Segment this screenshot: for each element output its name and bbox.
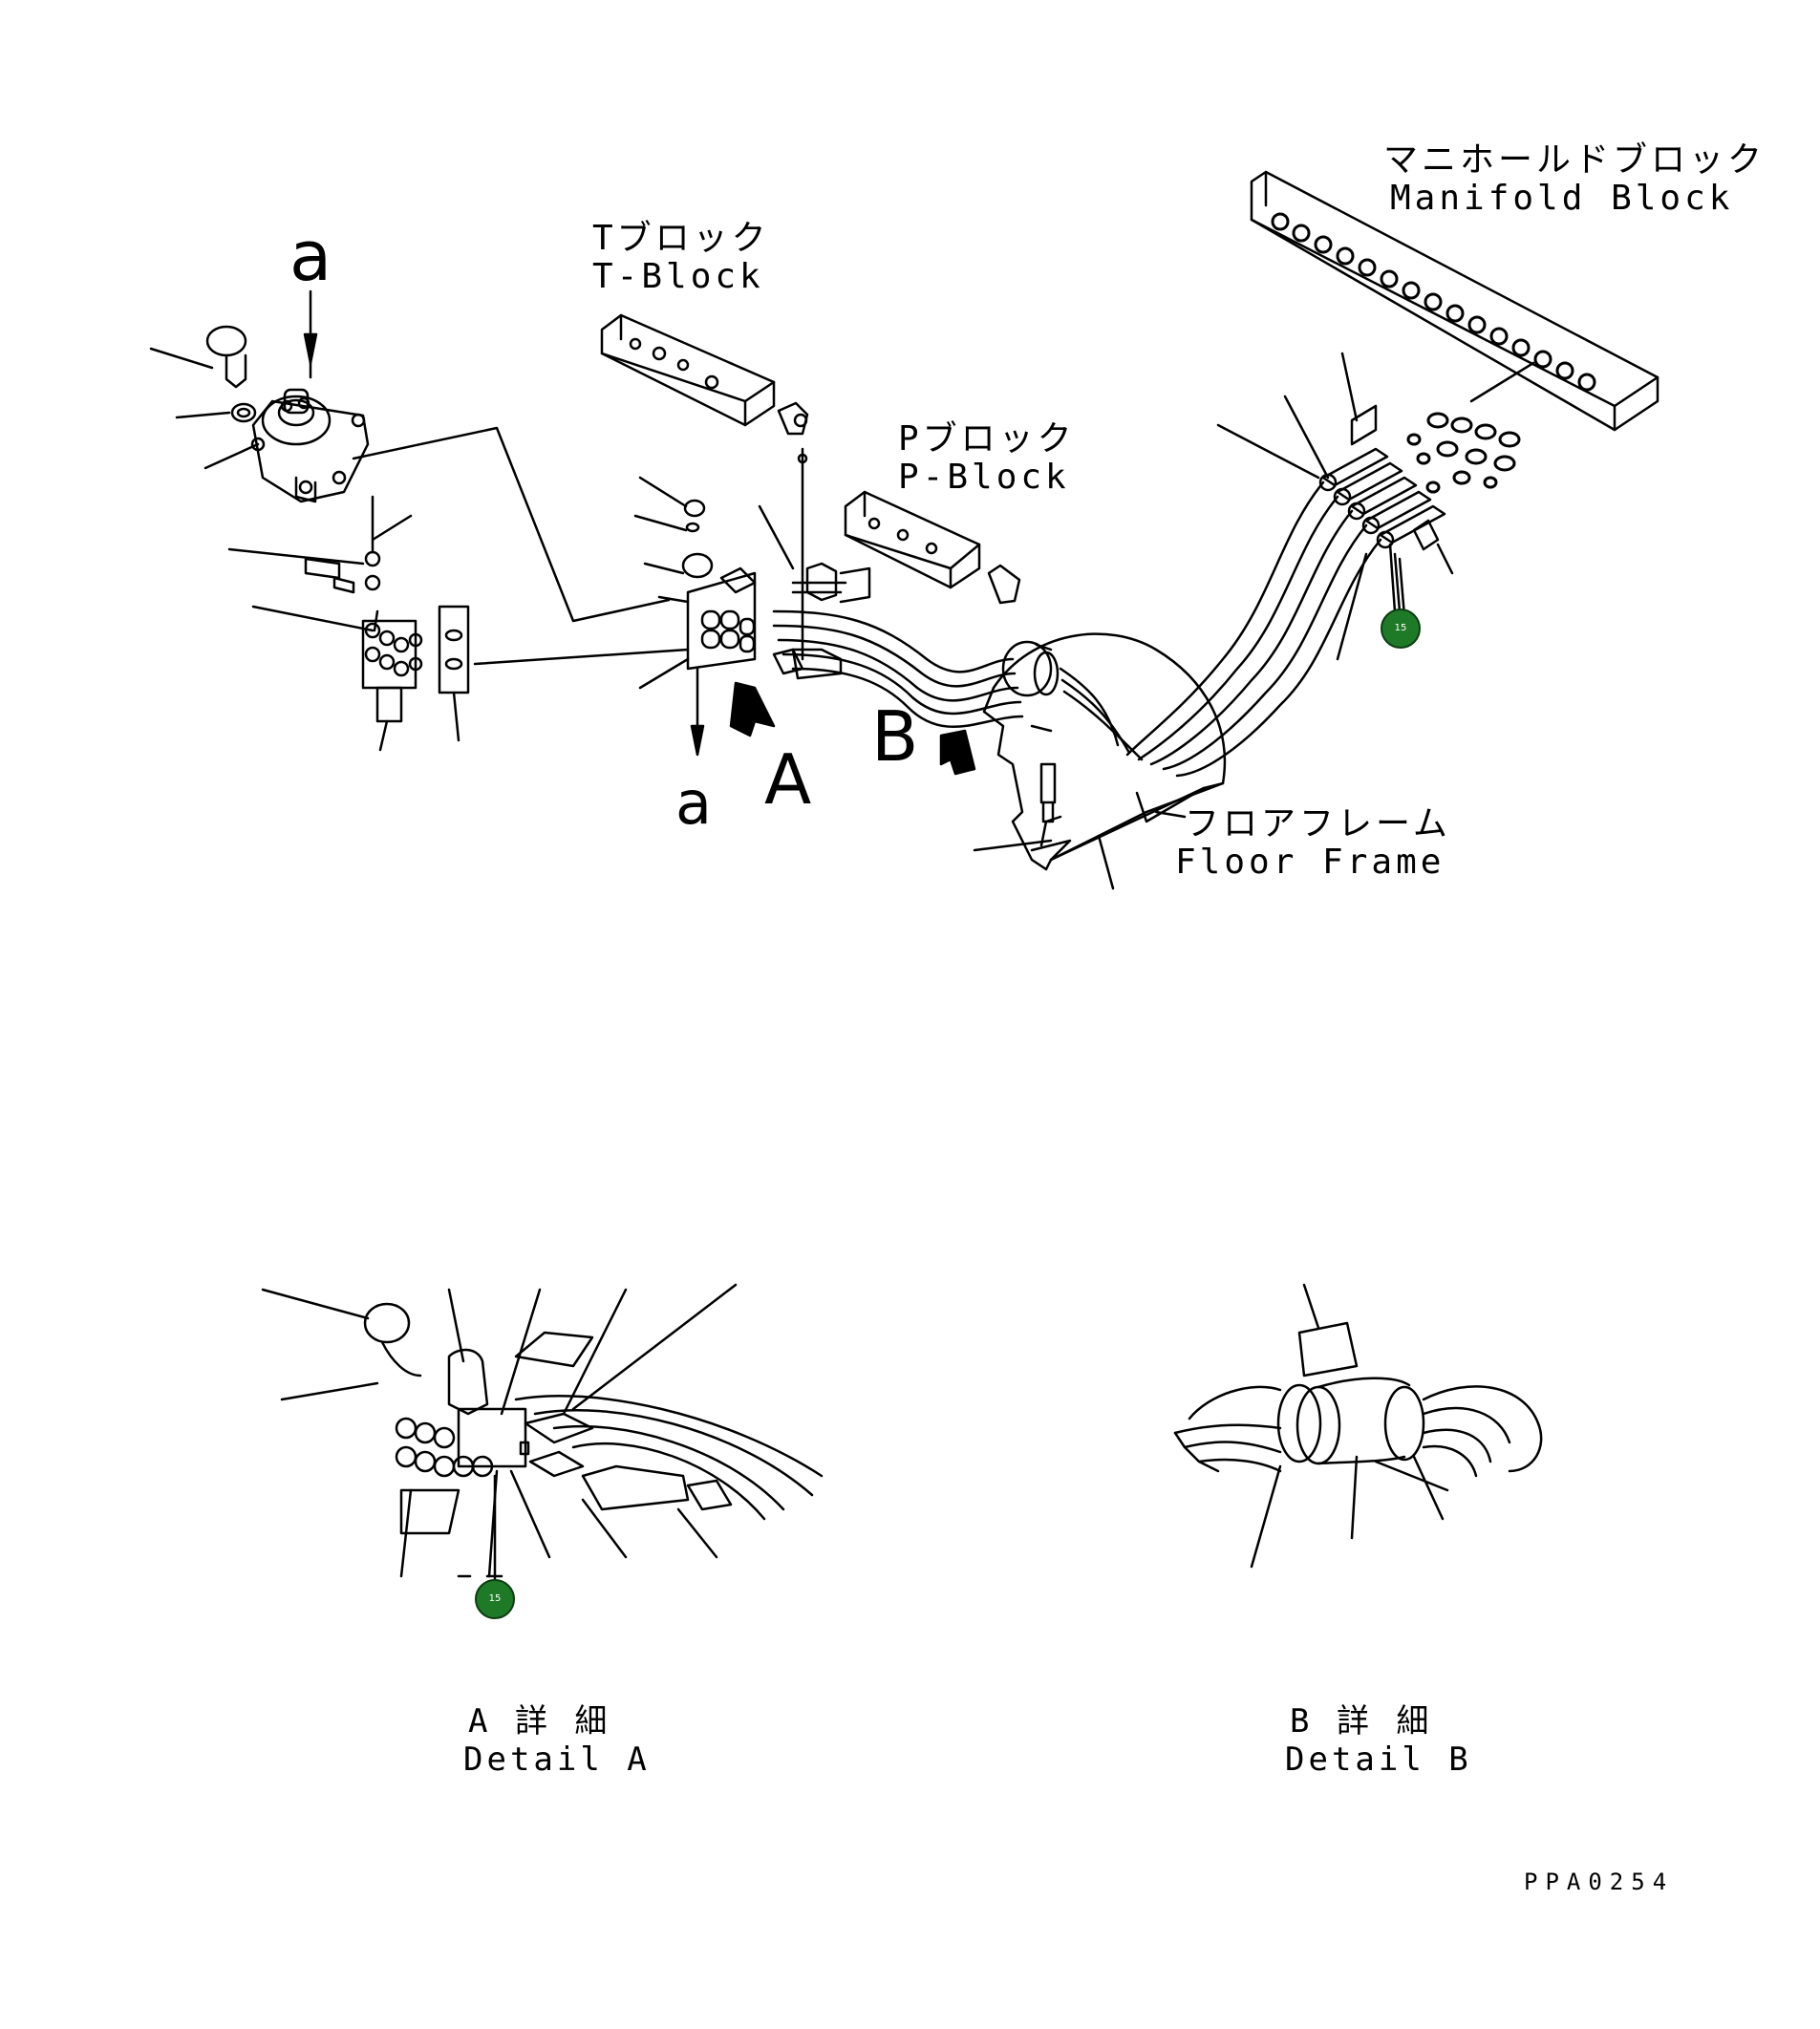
section-marker-a-top: a [289,216,332,296]
manifold-block-label-jp: マニホールドブロック [1383,140,1766,180]
callout-part-15-main[interactable]: 15 [1381,609,1421,649]
detail-b-title-en: Detail B [1285,1741,1472,1779]
left-valve-cluster [363,607,688,750]
view-arrows [731,683,974,774]
p-block [793,492,1019,603]
floor-frame-label-en: Floor Frame [1175,843,1445,882]
p-block-label-jp: Pブロック [898,419,1076,459]
detail-a-title-en: Detail A [463,1741,651,1779]
callout-part-15-detail-a[interactable]: 15 [475,1579,515,1619]
view-marker-A: A [764,739,812,820]
manifold-block [1252,172,1658,430]
drawing-number: PPA0254 [1524,1869,1675,1895]
manifold-hose-ends [1218,353,1452,659]
floor-frame [974,634,1225,888]
ppc-valve [151,291,669,630]
detail-a-title-jp: A 詳 細 [468,1702,611,1741]
manifold-fittings [1408,414,1519,492]
p-block-label-en: P-Block [898,458,1070,497]
callout-leader-main [1400,559,1404,616]
detail-b-drawing [1175,1285,1541,1567]
t-block-label-jp: Tブロック [592,219,770,258]
t-block [602,315,807,659]
manifold-block-label-en: Manifold Block [1390,179,1734,218]
view-marker-B: B [871,696,919,777]
main-hoses [1127,482,1381,776]
detail-a-drawing [263,1285,822,1576]
control-valve [635,478,841,755]
detail-b-title-jp: B 詳 細 [1290,1702,1433,1741]
floor-frame-label-jp: フロアフレーム [1185,804,1451,844]
section-marker-a-bottom: a [675,768,712,838]
t-block-label-en: T-Block [592,257,764,296]
